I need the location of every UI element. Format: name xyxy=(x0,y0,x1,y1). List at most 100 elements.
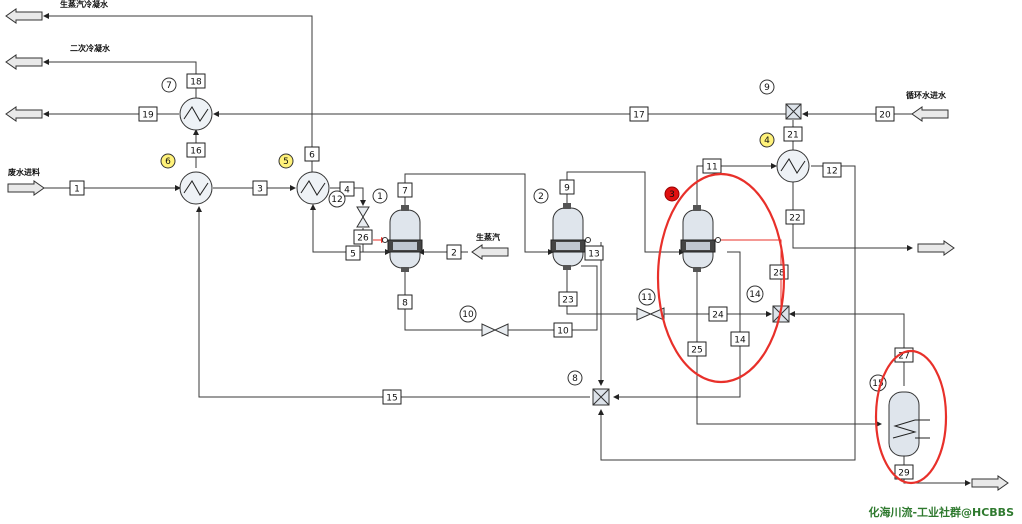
stream-7: 7 xyxy=(397,182,413,198)
stream-15: 15 xyxy=(382,389,402,405)
stream-29: 29 xyxy=(894,464,914,480)
svg-text:28: 28 xyxy=(773,269,785,279)
svg-text:8: 8 xyxy=(572,374,578,384)
svg-text:27: 27 xyxy=(898,352,909,362)
equipment-tags: 1 2 3 4 5 6 7 8 9 10 11 12 14 15 xyxy=(160,77,887,392)
svg-text:12: 12 xyxy=(826,167,837,177)
svg-text:12: 12 xyxy=(331,195,342,205)
stream-11: 11 xyxy=(702,158,722,174)
stream-26: 26 xyxy=(353,229,373,245)
svg-text:21: 21 xyxy=(787,131,798,141)
heat-exchanger-5 xyxy=(296,171,330,205)
valve-11 xyxy=(636,307,665,321)
svg-text:24: 24 xyxy=(712,311,724,321)
stream-28: 28 xyxy=(769,264,789,280)
svg-text:3: 3 xyxy=(257,185,263,195)
svg-text:1: 1 xyxy=(377,192,383,202)
svg-text:23: 23 xyxy=(562,296,573,306)
svg-text:9: 9 xyxy=(764,83,770,93)
svg-text:14: 14 xyxy=(734,336,746,346)
equipment-tag-7: 7 xyxy=(161,77,177,93)
stream-22: 22 xyxy=(785,209,805,225)
valve-12 xyxy=(356,206,370,228)
equipment-tag-2: 2 xyxy=(533,188,549,204)
stream-16: 16 xyxy=(186,142,206,158)
svg-text:9: 9 xyxy=(564,184,570,194)
svg-text:10: 10 xyxy=(557,327,569,337)
svg-text:17: 17 xyxy=(633,111,644,121)
label-feed: 废水进料 xyxy=(8,167,40,177)
svg-text:2: 2 xyxy=(451,249,457,259)
label-live-steam-condensate: 生蒸汽冷凝水 xyxy=(60,0,109,9)
svg-text:4: 4 xyxy=(344,186,350,196)
svg-text:1: 1 xyxy=(74,185,80,195)
evaporator-3 xyxy=(680,205,721,272)
svg-text:5: 5 xyxy=(350,250,356,260)
svg-text:19: 19 xyxy=(142,111,154,121)
label-cooling-water-in: 循环水进水 xyxy=(905,90,947,100)
mixer-8 xyxy=(592,388,610,406)
label-live-steam: 生蒸汽 xyxy=(476,232,500,242)
svg-text:6: 6 xyxy=(309,151,315,161)
equipment-tag-6: 6 xyxy=(160,153,176,169)
svg-text:4: 4 xyxy=(764,136,770,146)
svg-text:26: 26 xyxy=(357,234,369,244)
stream-25: 25 xyxy=(687,341,707,357)
evaporator-2 xyxy=(550,203,591,270)
svg-text:8: 8 xyxy=(402,299,408,309)
stream-17: 17 xyxy=(629,106,649,122)
svg-text:2: 2 xyxy=(538,192,544,202)
equipment-tag-5: 5 xyxy=(278,153,294,169)
stream-13: 13 xyxy=(584,245,604,261)
svg-text:5: 5 xyxy=(283,157,289,167)
stream-3: 3 xyxy=(252,180,268,196)
stream-6: 6 xyxy=(304,146,320,162)
svg-text:3: 3 xyxy=(669,190,675,200)
evaporator-1 xyxy=(382,205,423,272)
svg-text:15: 15 xyxy=(386,394,397,404)
equipment-tag-3: 3 xyxy=(664,186,680,202)
svg-text:15: 15 xyxy=(872,379,883,389)
svg-text:7: 7 xyxy=(166,81,172,91)
svg-text:29: 29 xyxy=(898,469,910,479)
stream-23: 23 xyxy=(558,291,578,307)
heat-exchangers xyxy=(179,97,810,205)
svg-text:25: 25 xyxy=(691,346,702,356)
svg-text:11: 11 xyxy=(706,163,717,173)
equipment-tag-12: 12 xyxy=(328,190,346,208)
mixer-9 xyxy=(785,103,802,120)
process-lines xyxy=(40,13,971,486)
highlight-annotations xyxy=(656,172,948,485)
vessels xyxy=(382,203,930,457)
stream-20: 20 xyxy=(875,106,895,122)
stream-8: 8 xyxy=(397,294,413,310)
stream-4: 4 xyxy=(339,181,355,197)
stream-9: 9 xyxy=(559,179,575,195)
flash-tank-15 xyxy=(888,391,930,457)
equipment-tag-14: 14 xyxy=(746,285,764,303)
stream-21: 21 xyxy=(783,126,803,142)
svg-text:20: 20 xyxy=(879,111,891,121)
stream-12: 12 xyxy=(822,162,842,178)
heat-exchanger-4 xyxy=(776,149,810,183)
equipment-tag-11: 11 xyxy=(638,288,656,306)
svg-text:13: 13 xyxy=(588,250,599,260)
stream-19: 19 xyxy=(138,106,158,122)
stream-10: 10 xyxy=(553,322,573,338)
svg-text:14: 14 xyxy=(749,290,761,300)
svg-text:18: 18 xyxy=(190,78,202,88)
svg-text:22: 22 xyxy=(789,214,800,224)
equipment-tag-4: 4 xyxy=(759,132,775,148)
valve-10 xyxy=(481,323,509,337)
stream-18: 18 xyxy=(186,73,206,89)
heat-exchanger-6 xyxy=(179,171,213,205)
stream-2: 2 xyxy=(446,244,462,260)
equipment-tag-1: 1 xyxy=(372,188,388,204)
svg-text:6: 6 xyxy=(165,157,171,167)
stream-labels: 1 2 3 4 5 6 7 8 9 10 11 12 13 14 15 16 1… xyxy=(69,73,914,480)
label-secondary-condensate: 二次冷凝水 xyxy=(70,43,111,53)
equipment-tag-8: 8 xyxy=(567,370,583,386)
stream-1: 1 xyxy=(69,180,85,196)
valves xyxy=(356,206,665,337)
